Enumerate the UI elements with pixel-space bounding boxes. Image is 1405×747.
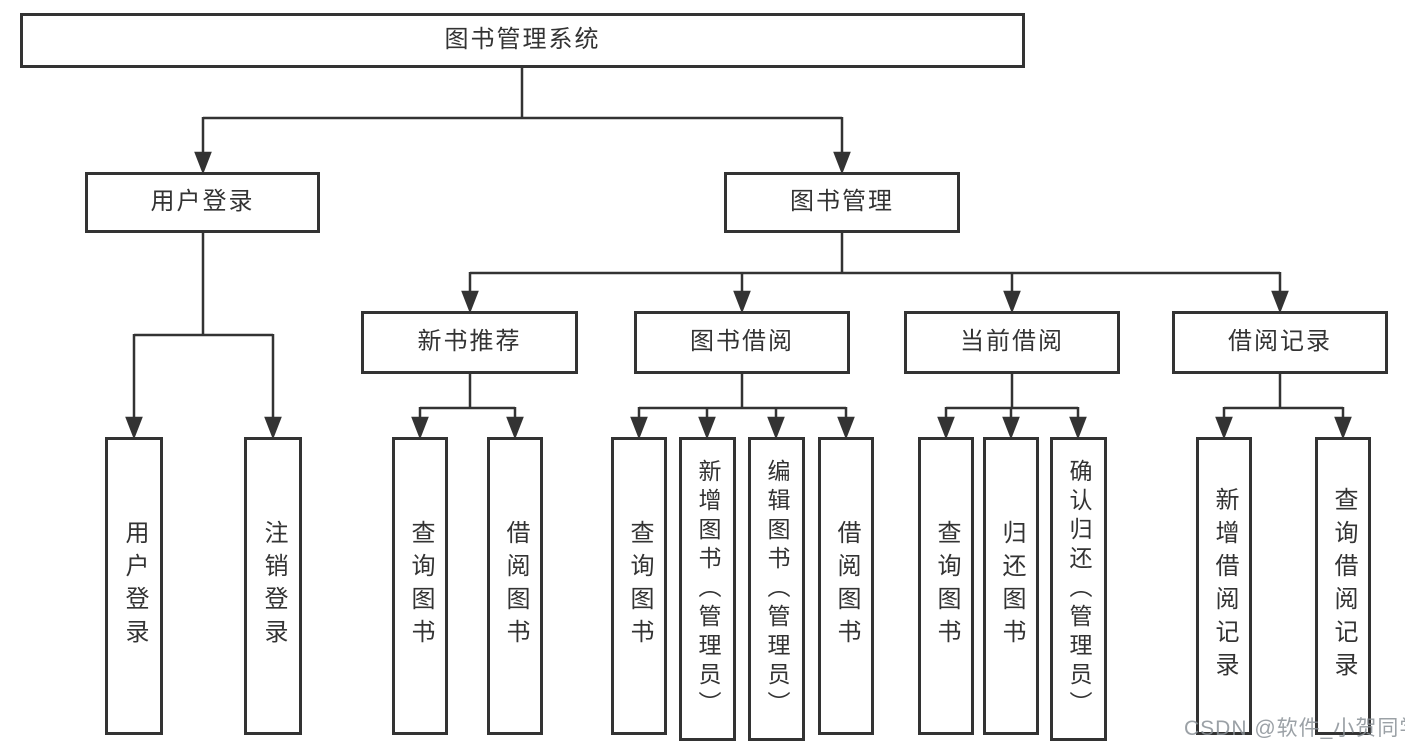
- leaf-nbr-query-books-label: 查询图书: [407, 520, 434, 652]
- node-user-login-label: 用户登录: [150, 188, 255, 216]
- node-book-borrowing: 图书借阅: [634, 311, 850, 374]
- leaf-user-login-label: 用户登录: [121, 520, 148, 652]
- leaf-nbr-borrow-books-label: 借阅图书: [502, 520, 529, 652]
- leaf-cb-confirm-return-admin: 确认归还（管理员）: [1050, 437, 1107, 741]
- leaf-bb-borrow-books: 借阅图书: [818, 437, 874, 735]
- leaf-cb-confirm-return-admin-label: 确认归还（管理员）: [1066, 458, 1092, 720]
- leaf-nbr-query-books: 查询图书: [392, 437, 448, 735]
- leaf-bb-borrow-books-label: 借阅图书: [833, 520, 860, 652]
- leaf-bb-query-books-label: 查询图书: [626, 520, 653, 652]
- connector-book-management-children: [461, 233, 1289, 314]
- connector-user-login-children: [125, 233, 282, 440]
- leaf-br-add-record: 新增借阅记录: [1196, 437, 1252, 735]
- leaf-bb-add-books-admin-label: 新增图书（管理员）: [695, 458, 721, 720]
- csdn-watermark: CSDN @软件_小贺同学: [1184, 717, 1405, 740]
- node-book-borrowing-label: 图书借阅: [690, 328, 794, 356]
- leaf-cb-return-books: 归还图书: [983, 437, 1039, 735]
- leaf-cb-query-books-label: 查询图书: [933, 520, 960, 652]
- leaf-logout: 注销登录: [244, 437, 302, 735]
- leaf-user-login: 用户登录: [105, 437, 163, 735]
- node-root: 图书管理系统: [20, 13, 1025, 68]
- leaf-logout-label: 注销登录: [260, 520, 287, 652]
- connector-new-book-recommend-children: [411, 374, 524, 440]
- node-current-borrowing: 当前借阅: [904, 311, 1120, 374]
- node-book-management: 图书管理: [724, 172, 960, 233]
- leaf-bb-add-books-admin: 新增图书（管理员）: [679, 437, 736, 741]
- node-borrowing-records-label: 借阅记录: [1228, 328, 1332, 356]
- leaf-br-query-record-label: 查询借阅记录: [1330, 487, 1357, 685]
- node-book-management-label: 图书管理: [790, 188, 894, 216]
- leaf-br-query-record: 查询借阅记录: [1315, 437, 1371, 735]
- leaf-cb-return-books-label: 归还图书: [998, 520, 1025, 652]
- leaf-bb-query-books: 查询图书: [611, 437, 667, 735]
- connector-borrowing-records-children: [1215, 374, 1352, 440]
- node-new-book-recommend-label: 新书推荐: [417, 328, 522, 356]
- leaf-br-add-record-label: 新增借阅记录: [1211, 487, 1238, 685]
- node-new-book-recommend: 新书推荐: [361, 311, 578, 374]
- node-borrowing-records: 借阅记录: [1172, 311, 1388, 374]
- connector-root-to-level2: [194, 68, 851, 175]
- leaf-nbr-borrow-books: 借阅图书: [487, 437, 543, 735]
- node-user-login: 用户登录: [85, 172, 320, 233]
- leaf-cb-query-books: 查询图书: [918, 437, 974, 735]
- leaf-bb-edit-books-admin-label: 编辑图书（管理员）: [764, 458, 790, 720]
- node-current-borrowing-label: 当前借阅: [960, 328, 1064, 356]
- node-root-label: 图书管理系统: [444, 26, 601, 54]
- connector-current-borrowing-children: [937, 374, 1087, 440]
- connector-book-borrowing-children: [630, 374, 855, 440]
- leaf-bb-edit-books-admin: 编辑图书（管理员）: [748, 437, 805, 741]
